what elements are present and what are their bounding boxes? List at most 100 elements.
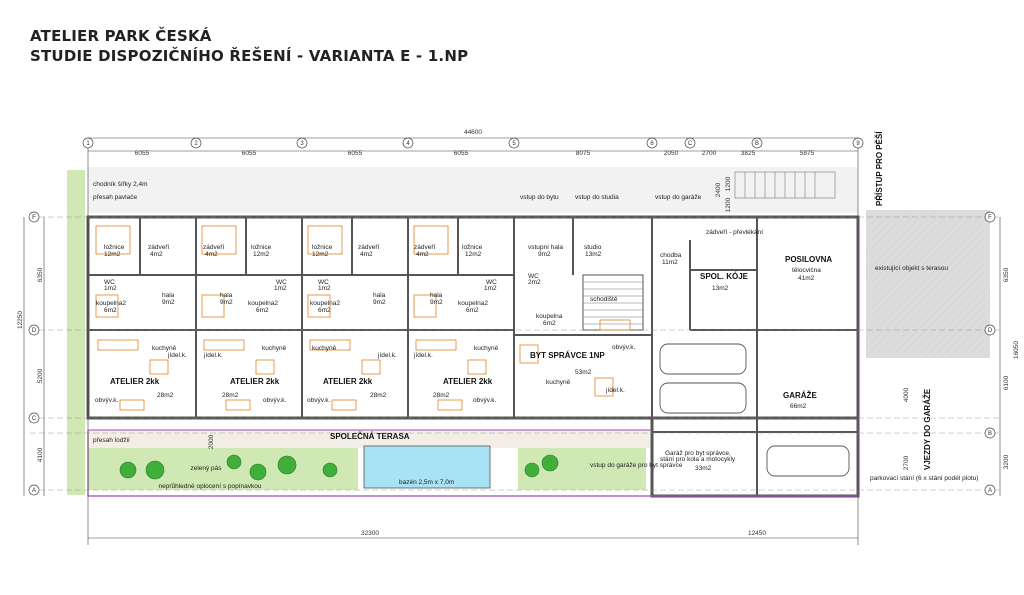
lawn-east: [518, 448, 646, 490]
sidewalk-area: [88, 167, 858, 213]
axis-markers: [28, 137, 996, 496]
dim-top-8: 3825: [741, 150, 756, 157]
atelier-area: 28m2: [370, 392, 387, 399]
top-axis-labels: 1 2 3 4 5 6 C B 9: [86, 141, 860, 147]
label-entry-flat: vstup do bytu: [520, 194, 559, 201]
axis-col-2: 2: [194, 141, 198, 147]
caretaker-bathroom: koupelna: [536, 313, 563, 320]
label-entry-garage-caretaker: vstup do garáže pro byt správce: [590, 462, 683, 469]
east-corridor-area: 11m2: [662, 259, 678, 266]
axis-col-b: B: [755, 141, 759, 147]
vestibule-area: 4m2: [416, 251, 429, 258]
caretaker-name: BYT SPRÁVCE 1NP: [530, 351, 605, 360]
label-sidewalk: chodník šířky 2,4m: [93, 181, 148, 188]
wc-area: 1m2: [318, 285, 331, 292]
axis-col-3: 3: [300, 141, 304, 147]
living-label: obvýv.k.: [263, 397, 287, 404]
bathroom-area: 6m2: [466, 307, 479, 314]
caretaker-bathroom-area: 6m2: [543, 320, 556, 327]
dim-right-2: 6100: [1003, 375, 1010, 390]
vestibule-area: 4m2: [360, 251, 373, 258]
atelier-unit-1: ložnice 12m2 zádveří 4m2 WC 1m2 hala 9m2…: [95, 244, 187, 404]
wc-area: 1m2: [484, 285, 497, 292]
bedroom-area: 12m2: [253, 251, 270, 258]
bathroom-area: 6m2: [256, 307, 269, 314]
dining-label: jídel.k.: [413, 352, 433, 359]
label-fence: neprůhledné oplocení s popínavkou: [159, 482, 262, 490]
vestibule-area: 4m2: [150, 251, 163, 258]
living-label: obvýv.k.: [307, 397, 331, 404]
wc-label: WC: [104, 279, 115, 286]
hall-label: hala: [373, 292, 386, 299]
furniture: [95, 225, 631, 411]
label-terrace: SPOLEČNÁ TERASA: [330, 432, 410, 441]
kitchen-label: kuchyně: [312, 345, 337, 352]
dim-right-total: 16050: [1013, 341, 1020, 359]
atelier-name: ATELIER 2kk: [110, 377, 160, 386]
bathroom-area: 6m2: [104, 307, 117, 314]
east-gym-area: 41m2: [798, 275, 815, 282]
east-caretaker-garage-1: Garáž pro byt správce,: [665, 450, 731, 457]
atelier-unit-2: ložnice 12m2 zádveří 4m2 WC 1m2 hala 9m2…: [203, 244, 287, 404]
dim-top-4: 6055: [454, 150, 469, 157]
east-gym: POSILOVNA: [785, 255, 832, 264]
dining-label: jídel.k.: [377, 352, 397, 359]
dim-small-1200a: 1200: [725, 176, 732, 191]
bedroom-label: ložnice: [462, 244, 483, 251]
axis-row-d-right: D: [988, 328, 993, 334]
dim-2000: 2000: [208, 434, 215, 449]
hall-label: hala: [220, 292, 233, 299]
axis-col-4: 4: [406, 141, 410, 147]
east-corridor: chodba: [660, 252, 682, 259]
vestibule-label: zádveří: [148, 244, 170, 251]
bathroom-label: koupelna2: [96, 300, 126, 307]
plan-subtitle: STUDIE DISPOZIČNÍHO ŘEŠENÍ - VARIANTA E …: [30, 47, 469, 65]
dim-top-3: 6055: [348, 150, 363, 157]
bedroom-area: 12m2: [312, 251, 329, 258]
east-garage: GARÁŽE: [783, 391, 817, 400]
bathroom-label: koupelna2: [310, 300, 340, 307]
east-gym-sub: tělocvična: [792, 267, 821, 274]
bedroom-area: 12m2: [104, 251, 121, 258]
axis-col-5: 5: [512, 141, 516, 147]
vestibule-label: zádveří: [358, 244, 380, 251]
living-label: obvýv.k.: [473, 397, 497, 404]
dim-overall: 44600: [464, 129, 482, 136]
dim-left-3: 4100: [37, 447, 44, 462]
label-entry-studio: vstup do studia: [575, 194, 619, 201]
bathroom-area: 6m2: [318, 307, 331, 314]
caretaker-wc: WC: [528, 273, 539, 280]
kitchen-label: kuchyně: [474, 345, 499, 352]
east-caretaker-garage-2: stání pro kola a motocykly: [660, 456, 736, 463]
interior-walls: [88, 217, 858, 496]
atelier-name: ATELIER 2kk: [230, 377, 280, 386]
wc-label: WC: [486, 279, 497, 286]
dim-top-1: 6055: [135, 150, 150, 157]
hall-area: 9m2: [430, 299, 443, 306]
dining-label: jídel.k.: [203, 352, 223, 359]
axis-col-1: 1: [86, 141, 90, 147]
label-walkway: přesah pavlače: [93, 194, 137, 201]
dim-top-2: 6055: [242, 150, 257, 157]
dim-top-5: 8075: [576, 150, 591, 157]
atelier-unit-3: ložnice 12m2 zádveří 4m2 WC 1m2 hala 9m2…: [307, 244, 397, 404]
east-vestibule-1: zádveří - převlékání: [706, 229, 763, 236]
caretaker-kitchen: kuchyně: [546, 379, 571, 386]
dim-bottom-2: 12450: [748, 530, 766, 537]
hall-area: 9m2: [162, 299, 175, 306]
east-storage: SPOL. KÓJE: [700, 272, 749, 281]
label-parking: parkovací stání (6 x stání podél plotu): [870, 475, 978, 482]
hall-area: 9m2: [373, 299, 386, 306]
wc-label: WC: [318, 279, 329, 286]
axis-col-6: 6: [650, 141, 654, 147]
east-rooms: zádveří - převlékání chodba 11m2 SPOL. K…: [660, 229, 832, 472]
axis-row-f: F: [32, 215, 36, 221]
vestibule-label: zádveří: [203, 244, 225, 251]
dim-left-2: 5200: [37, 368, 44, 383]
wc-label: WC: [276, 279, 287, 286]
axis-row-a-right: A: [988, 488, 992, 494]
plan-title: ATELIER PARK ČESKÁ: [30, 27, 212, 45]
caretaker-dining: jídel.k.: [605, 387, 625, 394]
neighbor-hatch: [866, 210, 990, 358]
